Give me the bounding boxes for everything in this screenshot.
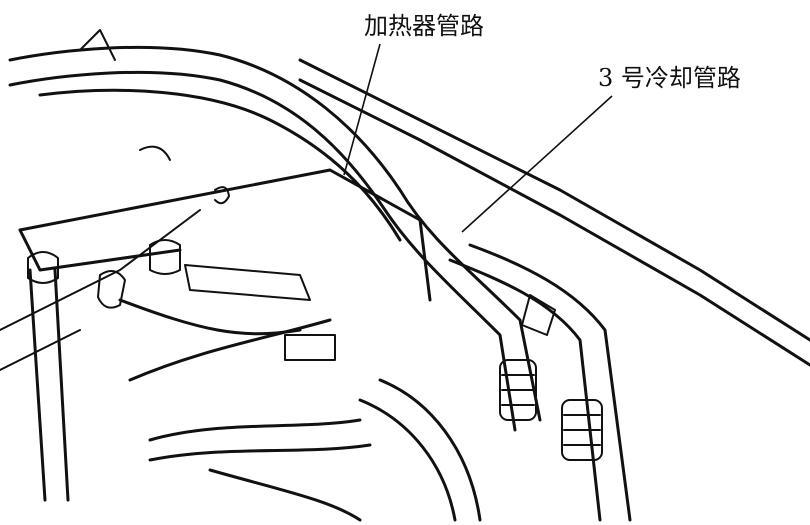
cooling-pipe-3 <box>448 243 632 522</box>
heater-pipe-label: 加热器管路 <box>364 12 484 40</box>
body-panel <box>0 58 810 371</box>
heater-pipe <box>8 29 542 432</box>
cooling-pipe-leader <box>461 95 613 233</box>
lower-hoses <box>27 239 482 522</box>
heater-pipe-leader <box>343 43 381 176</box>
engine-block <box>18 145 432 302</box>
cooling-pipe-3-label: 3 号冷却管路 <box>598 64 741 92</box>
